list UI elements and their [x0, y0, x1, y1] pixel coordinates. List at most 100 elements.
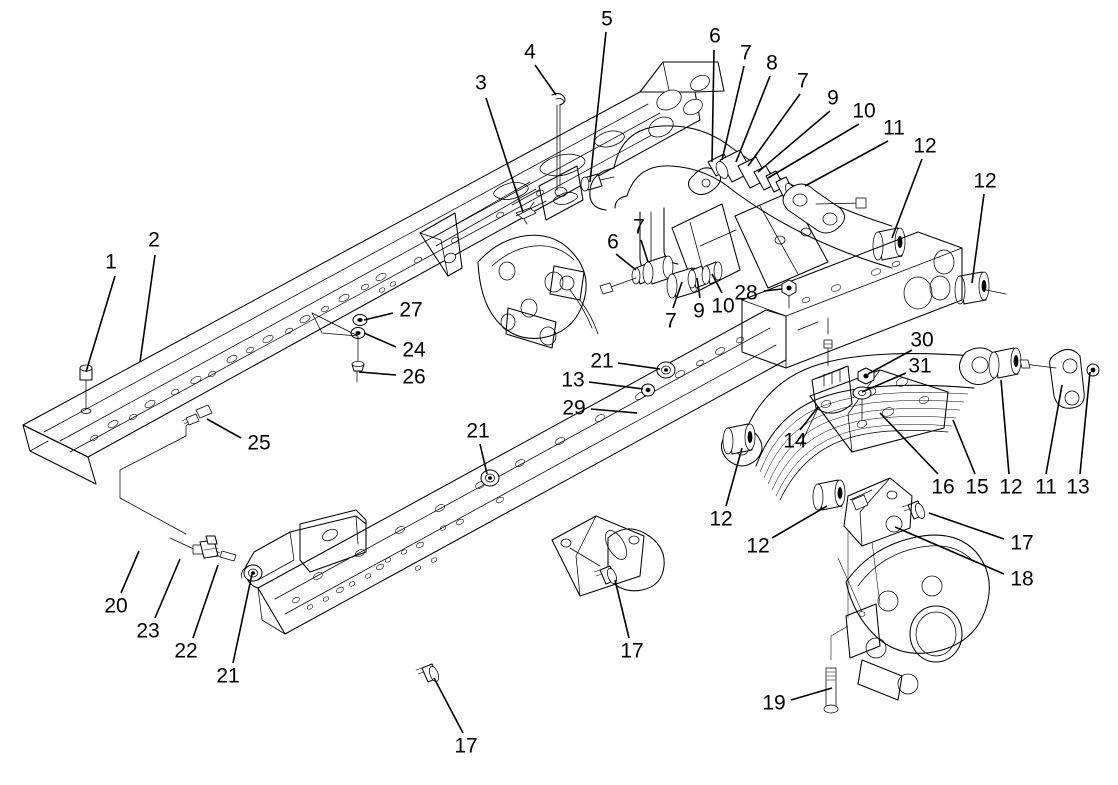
callout-16: 16 — [931, 475, 955, 499]
leader-line-31 — [861, 372, 907, 393]
leader-line-1 — [85, 275, 116, 373]
callout-7: 7 — [797, 69, 809, 93]
leader-line-23 — [154, 558, 181, 619]
leader-line-27 — [363, 312, 394, 321]
leader-line-28 — [763, 288, 783, 292]
part-14-mount-block — [799, 317, 853, 447]
leader-line-9 — [696, 277, 701, 299]
leader-line-29 — [590, 408, 638, 414]
callout-13: 13 — [1066, 475, 1090, 499]
callout-leader-lines — [85, 31, 1091, 734]
leader-line-25 — [206, 418, 242, 439]
callout-5: 5 — [601, 7, 613, 31]
callout-9: 9 — [693, 299, 705, 323]
callout-18: 18 — [1010, 567, 1034, 591]
leader-line-15 — [952, 419, 976, 475]
leader-line-17 — [928, 512, 1005, 540]
leader-line-21 — [479, 443, 488, 475]
callout-31: 31 — [908, 354, 932, 378]
center-bracket-plate — [511, 165, 584, 221]
leader-line-13 — [1079, 371, 1091, 475]
lower-right-knuckle-housing — [837, 531, 990, 701]
leader-line-11 — [804, 140, 889, 187]
callout-14: 14 — [783, 429, 807, 453]
leader-line-11 — [1045, 384, 1063, 475]
part-19-long-bolt — [823, 625, 849, 714]
callout-21: 21 — [590, 349, 614, 373]
part-4-hairpin-clip — [551, 92, 566, 191]
callout-17: 17 — [1010, 531, 1034, 555]
callout-21: 21 — [216, 664, 240, 688]
leader-line-9 — [757, 110, 831, 173]
parts-21-13-fasteners — [243, 361, 676, 582]
leader-line-24 — [363, 332, 397, 348]
leader-line-12 — [771, 505, 828, 539]
callout-15: 15 — [965, 475, 989, 499]
callout-6: 6 — [607, 230, 619, 254]
leader-line-19 — [790, 687, 833, 701]
callout-11: 11 — [883, 116, 905, 140]
leader-line-12 — [725, 447, 743, 507]
callout-1: 1 — [105, 250, 117, 274]
callout-17: 17 — [454, 734, 478, 758]
callout-10: 10 — [852, 99, 876, 123]
bushing-stack-lower — [599, 255, 723, 299]
callout-6: 6 — [709, 24, 721, 48]
lower-right-axle-bracket — [843, 477, 913, 547]
leader-line-17 — [614, 579, 630, 639]
part-11-link-upper — [782, 183, 867, 234]
leader-line-7 — [721, 65, 745, 161]
callout-12: 12 — [999, 475, 1023, 499]
callout-7: 7 — [633, 215, 645, 239]
callout-12: 12 — [709, 507, 733, 531]
leader-line-10 — [711, 273, 723, 294]
leader-line-21 — [617, 362, 661, 370]
callout-7: 7 — [665, 309, 677, 333]
leader-line-2 — [139, 254, 156, 363]
leader-line-14 — [799, 406, 819, 431]
callout-4: 4 — [524, 40, 536, 64]
leader-line-5 — [589, 31, 607, 183]
brake-line-assembly — [119, 404, 237, 562]
parts-27-24-26 — [311, 312, 368, 383]
callout-19: 19 — [762, 691, 786, 715]
callout-3: 3 — [475, 71, 487, 95]
callout-12: 12 — [746, 534, 770, 558]
leader-line-13 — [588, 381, 644, 390]
leader-line-6 — [711, 49, 715, 163]
leader-line-12 — [1000, 379, 1010, 475]
callout-20: 20 — [104, 594, 128, 618]
callout-22: 22 — [174, 639, 198, 663]
callout-7: 7 — [740, 41, 752, 65]
leader-line-20 — [120, 550, 140, 594]
callout-8: 8 — [766, 51, 778, 75]
leader-line-7 — [640, 239, 649, 263]
callout-11: 11 — [1035, 475, 1057, 499]
leader-line-6 — [615, 253, 637, 271]
frame-rail-lower — [241, 309, 787, 635]
callout-12: 12 — [973, 169, 997, 193]
callout-21: 21 — [466, 419, 490, 443]
leader-line-16 — [879, 412, 939, 475]
part-5-bolt — [580, 173, 615, 192]
callout-10: 10 — [711, 294, 735, 318]
leader-line-21 — [232, 573, 253, 664]
leader-line-18 — [894, 526, 1005, 575]
leader-line-3 — [485, 97, 524, 213]
leader-line-12 — [971, 193, 985, 284]
part-17-bolts — [415, 500, 926, 683]
callout-17: 17 — [620, 639, 644, 663]
leader-line-7 — [747, 93, 801, 167]
leader-line-8 — [735, 75, 771, 163]
callout-23: 23 — [136, 619, 160, 643]
frame-rail-upper — [22, 61, 725, 485]
leader-line-7 — [672, 281, 683, 309]
callout-25: 25 — [247, 431, 271, 455]
callout-29: 29 — [562, 396, 586, 420]
leader-line-4 — [534, 64, 557, 96]
callout-27: 27 — [399, 298, 423, 322]
callout-30: 30 — [910, 328, 934, 352]
leader-line-10 — [767, 123, 860, 179]
leader-line-30 — [867, 349, 913, 375]
